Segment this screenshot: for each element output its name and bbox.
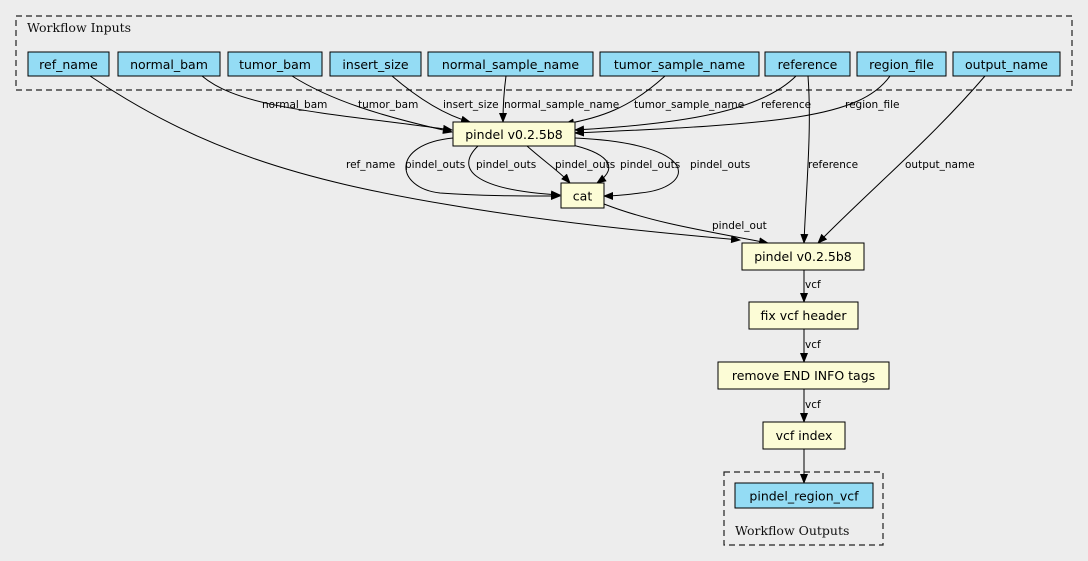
edge-label-pindel-outs-2: pindel_outs <box>476 159 536 171</box>
edges <box>89 75 986 484</box>
edge-label-vcf-2: vcf <box>805 339 821 351</box>
edge-label-pindel-outs-5: pindel_outs <box>690 159 750 171</box>
edge-region-file <box>574 75 891 137</box>
step-label-cat: cat <box>573 189 593 204</box>
edge-pindel-outs-1 <box>405 137 561 200</box>
input-label-region-file: region_file <box>869 57 934 72</box>
edge-label-pindel-outs-4: pindel_outs <box>620 159 680 171</box>
edge-label-region-file: region_file <box>845 99 899 111</box>
edge-label-reference-1: reference <box>761 99 811 111</box>
edge-cat-to-pindel <box>603 203 769 246</box>
edge-reference-to-pindel <box>574 75 797 134</box>
edge-tumor-sample-name <box>564 75 666 127</box>
workflow-inputs-label: Workflow Inputs <box>27 20 131 35</box>
edge-pindel-outs-4 <box>567 143 610 184</box>
input-label-tumor-bam: tumor_bam <box>239 57 311 72</box>
edge-label-pindel-out: pindel_out <box>712 220 767 232</box>
input-label-output-name: output_name <box>965 57 1048 72</box>
output-nodes: pindel_region_vcf <box>734 482 874 509</box>
input-node-region-file[interactable]: region_file <box>856 51 947 77</box>
edge-normal-bam <box>201 75 453 133</box>
input-nodes: ref_name normal_bam tumor_bam insert_siz… <box>27 51 1061 77</box>
edge-label-insert-size: insert_size <box>443 99 499 111</box>
input-label-normal-bam: normal_bam <box>130 57 208 72</box>
input-label-insert-size: insert_size <box>342 57 408 72</box>
input-node-tumor-sample-name[interactable]: tumor_sample_name <box>599 51 760 77</box>
input-node-normal-sample-name[interactable]: normal_sample_name <box>427 51 594 77</box>
edge-label-normal-bam: normal_bam <box>262 99 327 111</box>
edge-reference-to-pindel-vcf <box>800 75 810 244</box>
step-label-vcf-index: vcf index <box>776 428 833 443</box>
input-node-insert-size[interactable]: insert_size <box>329 51 422 77</box>
edge-label-pindel-outs-3: pindel_outs <box>555 159 615 171</box>
edge-label-reference-2: reference <box>808 159 858 171</box>
edge-insert-size <box>391 75 471 124</box>
step-label-pindel-run: pindel v0.2.5b8 <box>465 127 563 142</box>
step-node-vcf-index[interactable]: vcf index <box>762 421 846 450</box>
input-node-ref-name[interactable]: ref_name <box>27 51 110 77</box>
step-nodes: pindel v0.2.5b8 cat pindel v0.2.5b8 fix … <box>452 121 890 450</box>
input-label-normal-sample-name: normal_sample_name <box>442 57 580 72</box>
edge-label-vcf-3: vcf <box>805 399 821 411</box>
edge-label-normal-sample-name: normal_sample_name <box>504 99 619 111</box>
step-label-pindel-vcf: pindel v0.2.5b8 <box>754 249 852 264</box>
edge-pindel-outs-2 <box>468 145 561 199</box>
input-label-ref-name: ref_name <box>39 57 98 72</box>
workflow-outputs-cluster: Workflow Outputs <box>723 471 884 546</box>
input-node-tumor-bam[interactable]: tumor_bam <box>227 51 323 77</box>
step-node-cat[interactable]: cat <box>560 182 605 209</box>
edge-label-pindel-outs-1: pindel_outs <box>405 159 465 171</box>
edge-pindel-outs-5 <box>574 137 679 200</box>
input-node-output-name[interactable]: output_name <box>952 51 1061 77</box>
edge-ref-name <box>89 75 741 244</box>
edge-labels: normal_bam tumor_bam insert_size normal_… <box>262 99 975 411</box>
edge-tumor-bam <box>291 75 453 134</box>
input-node-reference[interactable]: reference <box>764 51 851 77</box>
edge-label-output-name: output_name <box>905 159 975 171</box>
step-node-pindel-vcf[interactable]: pindel v0.2.5b8 <box>741 242 865 271</box>
input-node-normal-bam[interactable]: normal_bam <box>117 51 221 77</box>
workflow-outputs-label: Workflow Outputs <box>735 523 849 538</box>
edge-label-ref-name: ref_name <box>346 159 395 171</box>
step-label-fix-vcf-header: fix vcf header <box>761 308 848 323</box>
edge-label-tumor-sample-name: tumor_sample_name <box>634 99 744 111</box>
edge-normal-sample-name <box>499 75 508 123</box>
input-label-tumor-sample-name: tumor_sample_name <box>614 57 745 72</box>
output-node-pindel-region-vcf[interactable]: pindel_region_vcf <box>734 482 874 509</box>
workflow-inputs-cluster: Workflow Inputs <box>15 15 1073 91</box>
step-node-remove-end-info-tags[interactable]: remove END INFO tags <box>717 361 890 390</box>
step-node-pindel-run[interactable]: pindel v0.2.5b8 <box>452 121 576 147</box>
edge-output-name <box>817 75 986 244</box>
step-node-fix-vcf-header[interactable]: fix vcf header <box>748 301 859 330</box>
edge-pindel-outs-3 <box>526 145 571 184</box>
input-label-reference: reference <box>778 57 838 72</box>
output-label-pindel-region-vcf: pindel_region_vcf <box>749 489 859 504</box>
step-label-remove-end-info-tags: remove END INFO tags <box>732 368 875 383</box>
edge-label-tumor-bam: tumor_bam <box>358 99 418 111</box>
edge-label-vcf-1: vcf <box>805 279 821 291</box>
